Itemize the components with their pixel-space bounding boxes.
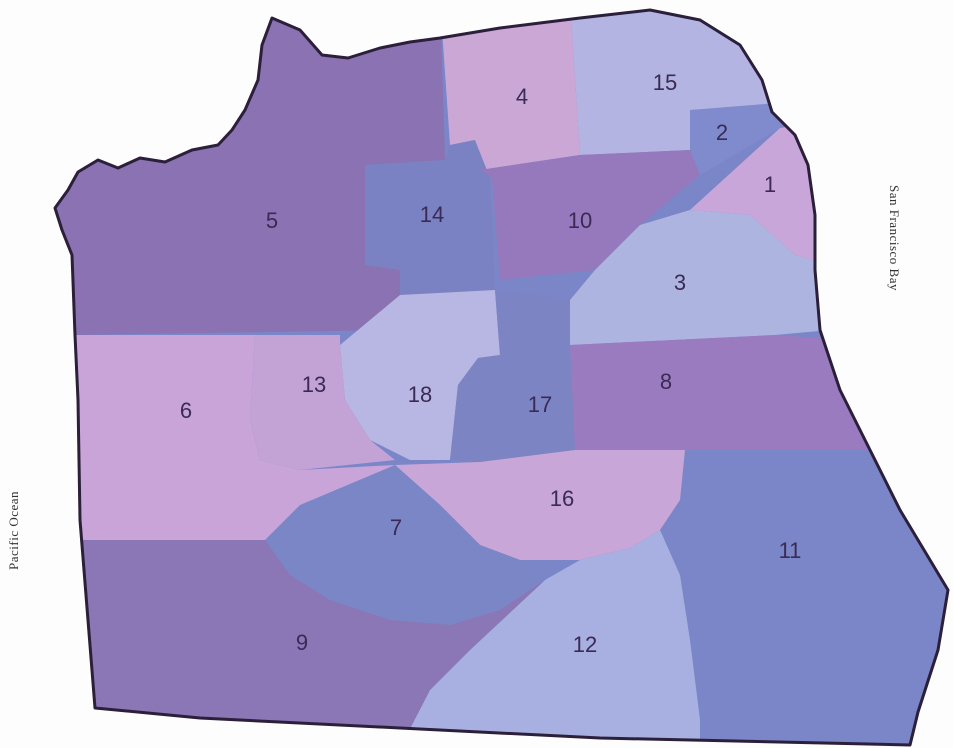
pacific-ocean-label: Pacific Ocean <box>6 490 21 570</box>
district-label-3: 3 <box>674 270 686 295</box>
district-label-18: 18 <box>408 382 432 407</box>
district-1-region <box>690 120 830 265</box>
district-3-region <box>570 210 830 345</box>
district-18-region <box>340 290 500 460</box>
district-9-region <box>55 540 545 745</box>
san-francisco-bay-label: San Francisco Bay <box>887 185 902 291</box>
district-8-region <box>570 335 870 450</box>
district-label-8: 8 <box>660 369 672 394</box>
district-14-region <box>365 140 495 295</box>
district-label-17: 17 <box>528 392 552 417</box>
district-label-13: 13 <box>302 372 326 397</box>
district-12-region <box>400 530 700 745</box>
district-label-10: 10 <box>568 208 592 233</box>
district-label-2: 2 <box>716 120 728 145</box>
district-label-5: 5 <box>266 208 278 233</box>
district-4-region <box>440 10 580 170</box>
district-7-region <box>265 465 545 625</box>
district-label-1: 1 <box>764 172 776 197</box>
district-10-region <box>480 150 700 280</box>
district-label-14: 14 <box>420 202 444 227</box>
district-2-region <box>690 102 790 175</box>
district-label-9: 9 <box>296 630 308 655</box>
district-6-region <box>55 335 395 540</box>
district-13-region <box>250 335 395 470</box>
district-label-15: 15 <box>653 70 677 95</box>
district-label-16: 16 <box>550 486 574 511</box>
district-label-7: 7 <box>390 515 402 540</box>
district-17-region <box>450 290 575 462</box>
district-number-labels: 4 15 2 1 5 14 10 3 13 18 8 6 17 16 7 11 … <box>180 70 802 657</box>
district-label-12: 12 <box>573 632 597 657</box>
district-label-11: 11 <box>779 538 802 563</box>
district-label-6: 6 <box>180 398 192 423</box>
district-label-4: 4 <box>516 84 528 109</box>
